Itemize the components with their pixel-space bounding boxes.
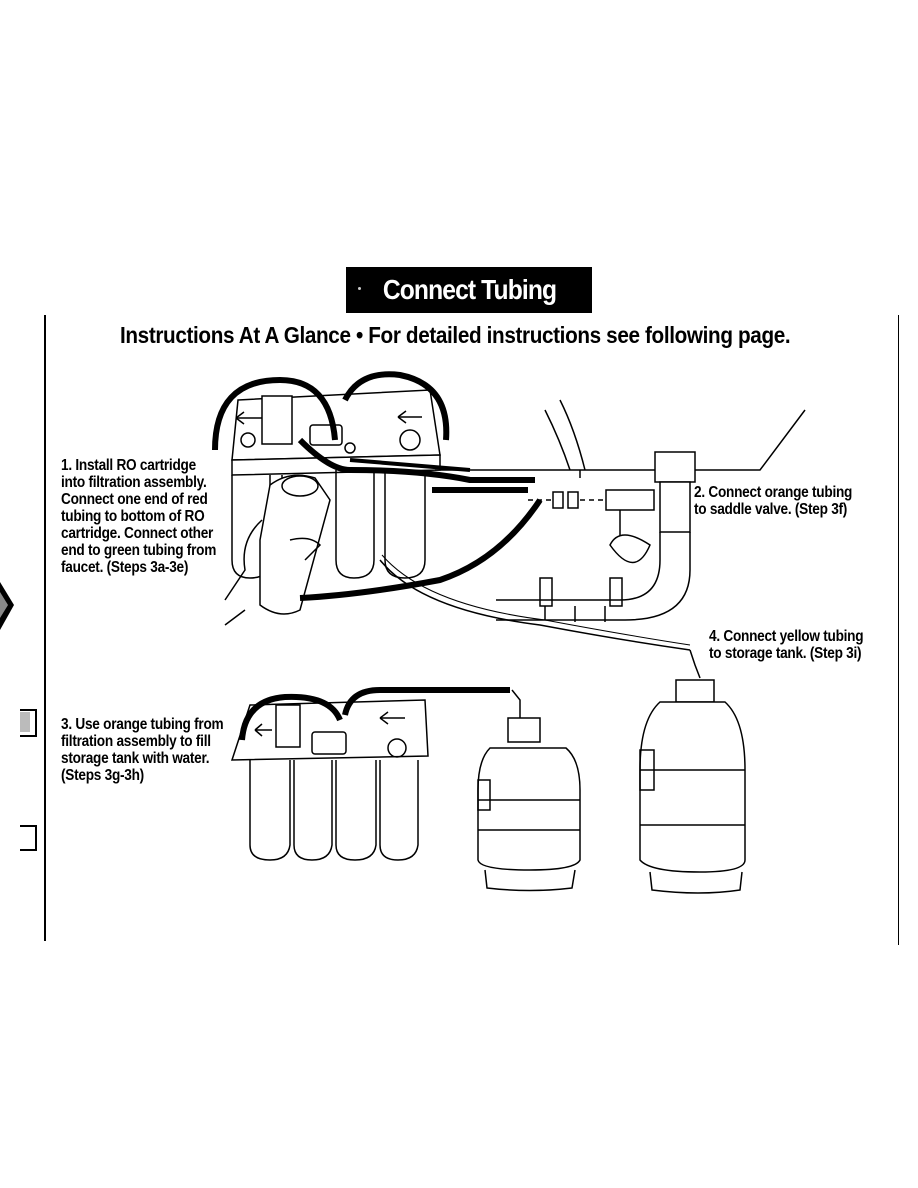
- page-subtitle: Instructions At A Glance • For detailed …: [120, 322, 791, 348]
- section-title: Connect Tubing: [382, 274, 556, 305]
- step-3-line: filtration assembly to fill: [61, 733, 211, 750]
- sink-drain-assembly: [435, 399, 806, 622]
- step-1-line: end to green tubing from: [61, 542, 217, 559]
- step-3-instructions: 3. Use orange tubing from filtration ass…: [61, 716, 224, 784]
- filtration-assembly-top: [212, 371, 535, 579]
- step-1-line: tubing to bottom of RO: [61, 508, 205, 525]
- step-1-line: faucet. (Steps 3a-3e): [61, 559, 189, 576]
- page-tab-markers: [0, 582, 37, 851]
- step-4-line: to storage tank. (Step 3i): [709, 645, 862, 662]
- section-title-banner: Connect Tubing: [346, 267, 592, 313]
- storage-tank-large: [639, 649, 746, 894]
- step-1-line: 1. Install RO cartridge: [61, 457, 196, 474]
- step-3-line: (Steps 3g-3h): [61, 767, 144, 784]
- step-2-line: to saddle valve. (Step 3f): [694, 501, 848, 518]
- step-2-instructions: 2. Connect orange tubing to saddle valve…: [694, 484, 852, 518]
- step-4-line: 4. Connect yellow tubing: [709, 628, 864, 645]
- storage-tank-small: [477, 689, 581, 892]
- left-margin-rule: [44, 315, 46, 941]
- step-1-line: into filtration assembly.: [61, 474, 207, 491]
- right-margin-rule: [898, 315, 899, 945]
- filtration-assembly-bottom: [230, 687, 510, 861]
- step-3-line: 3. Use orange tubing from: [61, 716, 224, 733]
- step-3-line: storage tank with water.: [61, 750, 210, 767]
- title-bullet: [358, 287, 361, 290]
- step-4-instructions: 4. Connect yellow tubing to storage tank…: [709, 628, 864, 662]
- hand-with-cartridge: [224, 474, 543, 626]
- step-1-instructions: 1. Install RO cartridge into filtration …: [61, 457, 216, 576]
- step-1-line: cartridge. Connect other: [61, 525, 214, 542]
- step-2-line: 2. Connect orange tubing: [694, 484, 853, 501]
- step-1-line: Connect one end of red: [61, 491, 208, 508]
